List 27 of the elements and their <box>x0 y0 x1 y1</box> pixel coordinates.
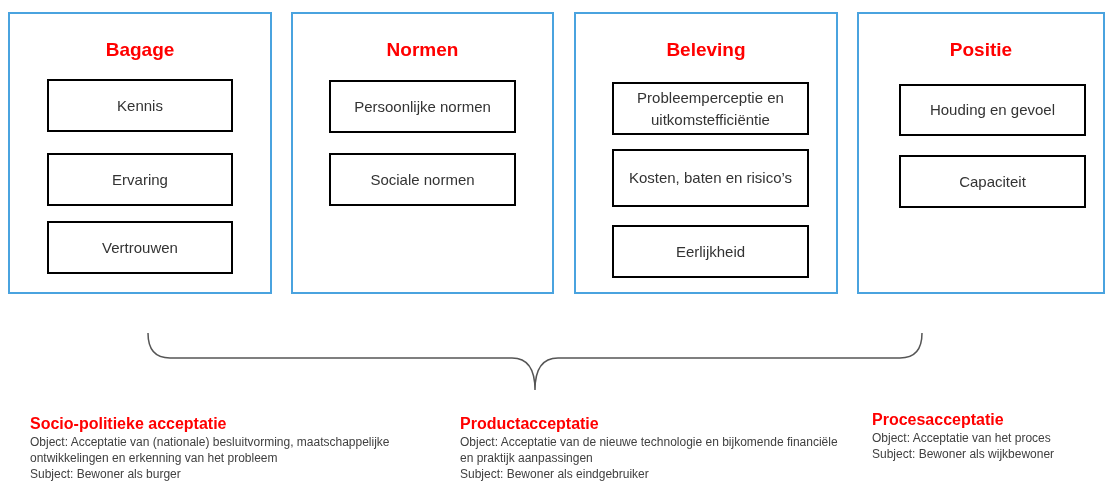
factor-box: Kosten, baten en risico’s <box>612 149 809 207</box>
description-text: Object: Acceptatie van (nationale) besluitvorming, maatschappelijke ontwikkelingen en erkenning van het probleem <box>30 434 391 466</box>
description-text: Object: Acceptatie van het proces <box>872 430 1052 446</box>
panel-heading: Beleving <box>665 38 747 62</box>
description-text: Subject: Bewoner als burger <box>30 466 182 482</box>
factor-box: Sociale normen <box>329 153 516 206</box>
panel-heading: Normen <box>385 38 460 62</box>
factor-box: Probleemperceptie en uitkomstefficiëntie <box>612 82 809 135</box>
acceptance-heading: Procesacceptatie <box>872 410 1005 430</box>
description-text: Object: Acceptatie van de nieuwe technologie en bijkomende financiële en praktijk aanpassingen <box>460 434 839 466</box>
factor-box: Vertrouwen <box>47 221 233 274</box>
description-text: Subject: Bewoner als eindgebruiker <box>460 466 650 482</box>
acceptance-heading: Socio-politieke acceptatie <box>30 414 228 434</box>
panel-heading: Bagage <box>104 38 176 62</box>
factor-box: Ervaring <box>47 153 233 206</box>
factor-box: Eerlijkheid <box>612 225 809 278</box>
factor-box: Kennis <box>47 79 233 132</box>
category-panel <box>574 12 838 294</box>
category-panel <box>291 12 554 294</box>
category-panel <box>857 12 1105 294</box>
factor-box: Houding en gevoel <box>899 84 1086 136</box>
description-text: Subject: Bewoner als wijkbewoner <box>872 446 1056 462</box>
acceptance-heading: Productacceptatie <box>460 414 600 434</box>
factor-box: Persoonlijke normen <box>329 80 516 133</box>
panel-heading: Positie <box>948 38 1014 62</box>
factor-box: Capaciteit <box>899 155 1086 208</box>
category-panel <box>8 12 272 294</box>
